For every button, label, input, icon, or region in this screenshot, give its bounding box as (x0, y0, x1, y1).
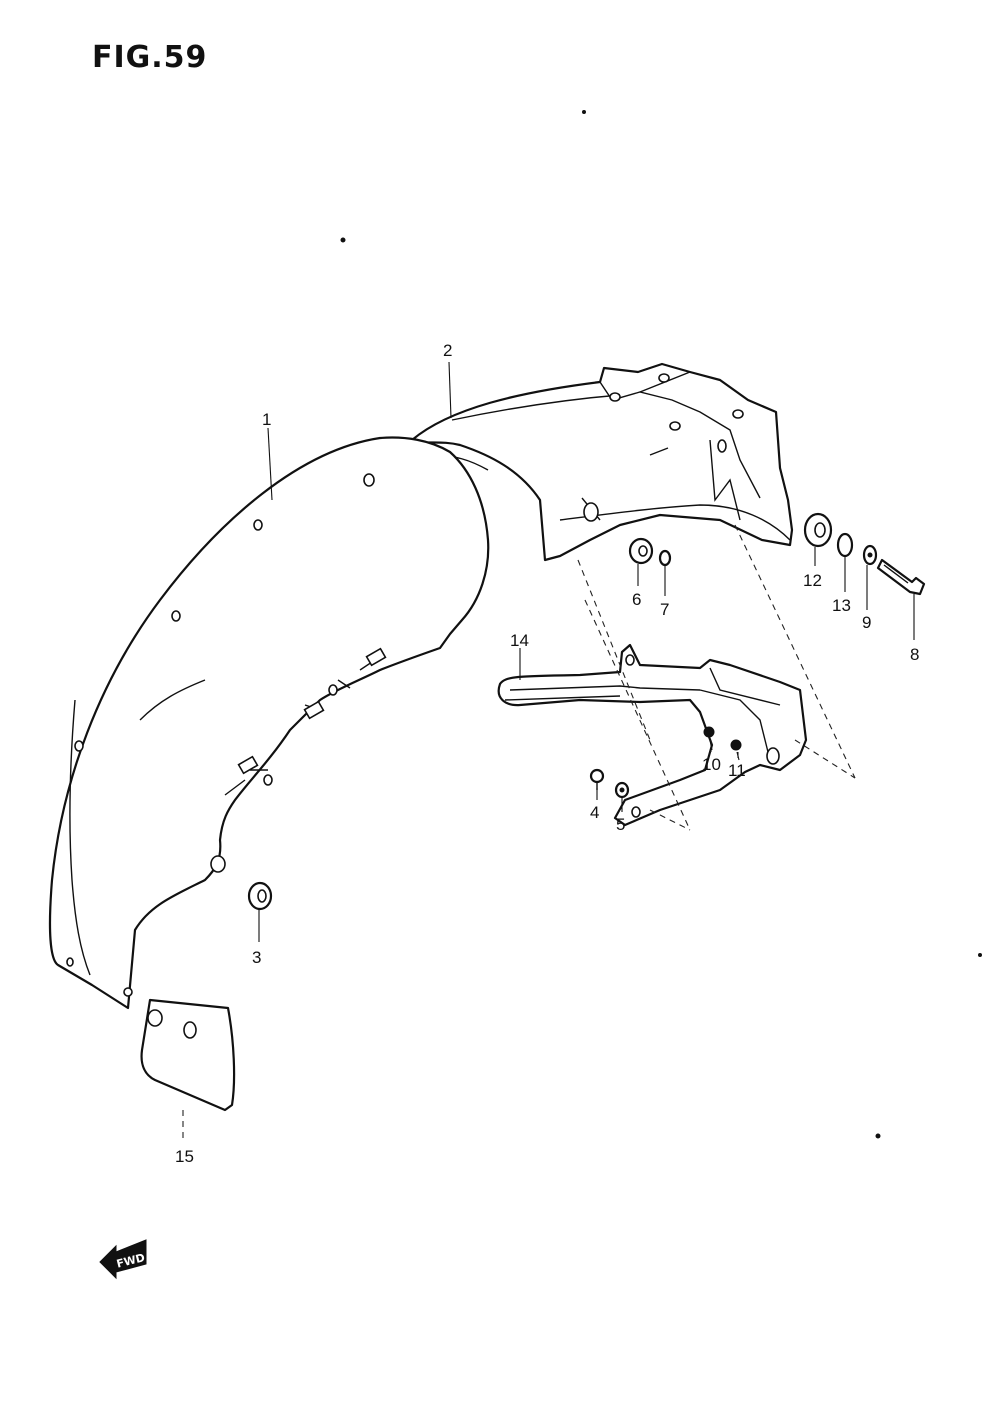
part-12-cushion (803, 512, 833, 548)
callout-5: 5 (616, 815, 625, 834)
part-5-washer (614, 781, 630, 799)
part-14-bracket (497, 643, 808, 827)
part-13-collar (836, 532, 854, 558)
callout-8: 8 (910, 645, 919, 664)
part-3-grommet (247, 881, 273, 911)
leader-lines (258, 361, 915, 942)
scan-speck (340, 237, 346, 243)
callout-11: 11 (728, 761, 746, 780)
callout-1: 1 (262, 410, 271, 429)
callout-4: 4 (590, 803, 599, 822)
callout-2: 2 (443, 341, 452, 360)
part-1-rear-fender (48, 436, 490, 1010)
assembly-lines (182, 524, 856, 1140)
part-2-inner-fender (410, 362, 794, 562)
callout-14: 14 (510, 631, 529, 650)
part-15-mud-flap (140, 998, 236, 1112)
callout-12: 12 (803, 571, 822, 590)
forward-direction-arrow: FWD (99, 1239, 147, 1280)
part-9-washer (862, 544, 878, 566)
callout-3: 3 (252, 948, 261, 967)
callout-6: 6 (632, 590, 641, 609)
part-7-collar (658, 549, 672, 567)
callout-7: 7 (660, 600, 669, 619)
scan-speck (582, 110, 586, 114)
callout-13: 13 (832, 596, 851, 615)
part-4-bolt (589, 768, 605, 790)
figure-title: FIG.59 (92, 40, 208, 75)
part-8-bolt (876, 558, 926, 596)
callout-10: 10 (702, 755, 721, 774)
callout-15: 15 (175, 1147, 194, 1166)
scan-speck (875, 1133, 881, 1139)
callout-9: 9 (862, 613, 871, 632)
scan-speck (978, 953, 982, 957)
part-6-cushion (628, 537, 654, 565)
